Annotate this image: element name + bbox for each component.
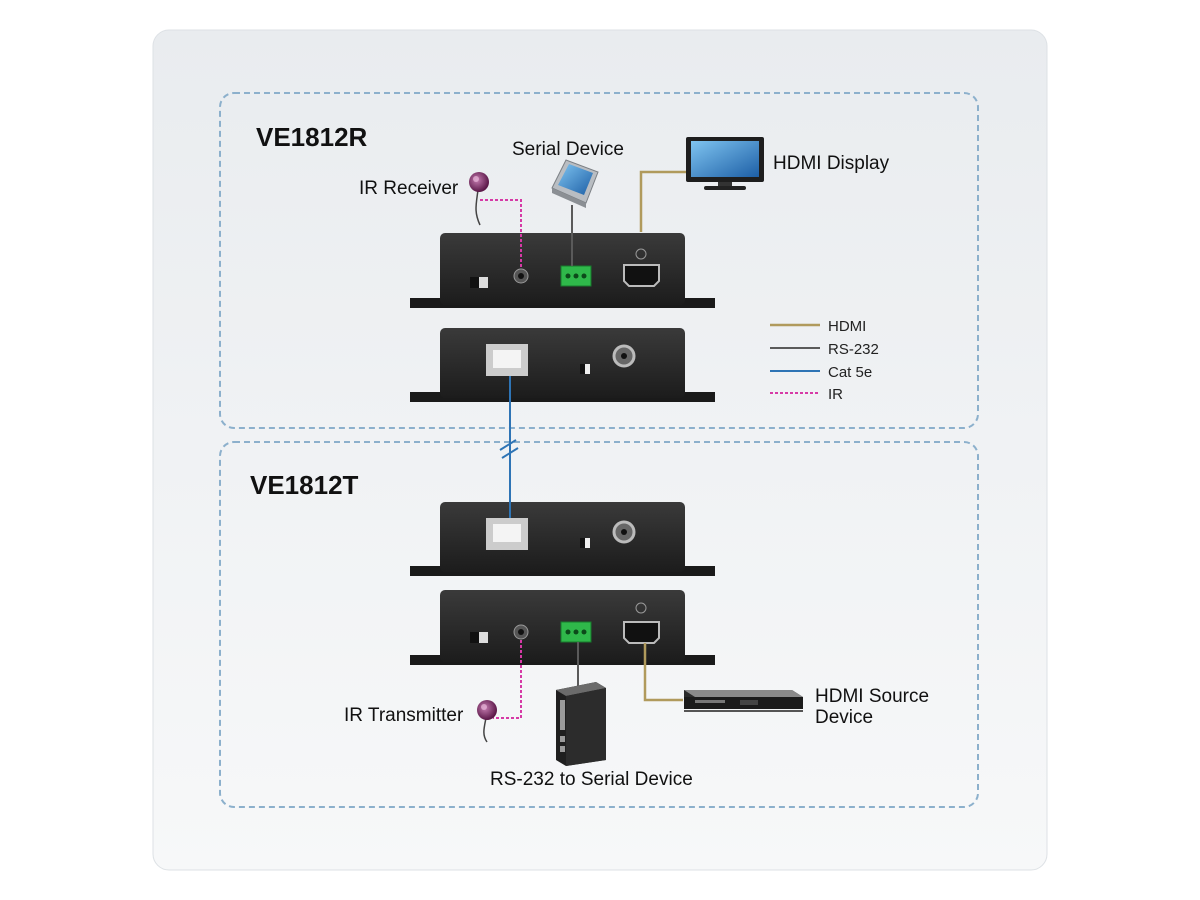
transmitter-front-panel	[410, 590, 715, 665]
hdmi-source-label-line1: HDMI Source	[815, 686, 929, 707]
legend-rs232-label: RS-232	[828, 341, 879, 358]
pc-tower-icon	[556, 682, 606, 766]
ir-cable-transmitter	[493, 640, 522, 719]
receiver-model-title: VE1812R	[256, 122, 368, 152]
hdmi-source-label-line2: Device	[815, 707, 873, 728]
hdmi-port	[623, 264, 660, 287]
transmitter-zone	[219, 441, 979, 808]
hdmi-cable-display	[639, 170, 686, 232]
hdmi-display-icon	[686, 137, 764, 190]
panel-background	[152, 29, 1048, 871]
receiver-zone	[219, 92, 979, 429]
ir-cable-receiver	[480, 199, 522, 268]
serial-device-icon	[551, 159, 599, 208]
receiver-front-panel	[410, 233, 715, 308]
legend-ir-label: IR	[828, 386, 843, 403]
hdmi-cable-source	[643, 643, 683, 702]
rs232-device-label: RS-232 to Serial Device	[490, 769, 693, 790]
hdmi-port	[623, 621, 660, 644]
legend-cat5e-label: Cat 5e	[828, 364, 872, 381]
hdmi-display-label: HDMI Display	[773, 153, 890, 174]
transmitter-back-panel	[410, 502, 715, 576]
transmitter-model-title: VE1812T	[250, 470, 359, 500]
receiver-back-panel	[410, 328, 715, 402]
serial-device-label: Serial Device	[512, 139, 624, 160]
hdmi-source-device-icon	[684, 690, 803, 712]
ir-receiver-icon	[469, 172, 489, 226]
legend: HDMI RS-232 Cat 5e IR	[770, 318, 879, 403]
ir-transmitter-icon	[477, 700, 497, 743]
legend-hdmi-label: HDMI	[828, 318, 866, 335]
ir-receiver-label: IR Receiver	[359, 178, 459, 199]
ir-transmitter-label: IR Transmitter	[344, 705, 464, 726]
